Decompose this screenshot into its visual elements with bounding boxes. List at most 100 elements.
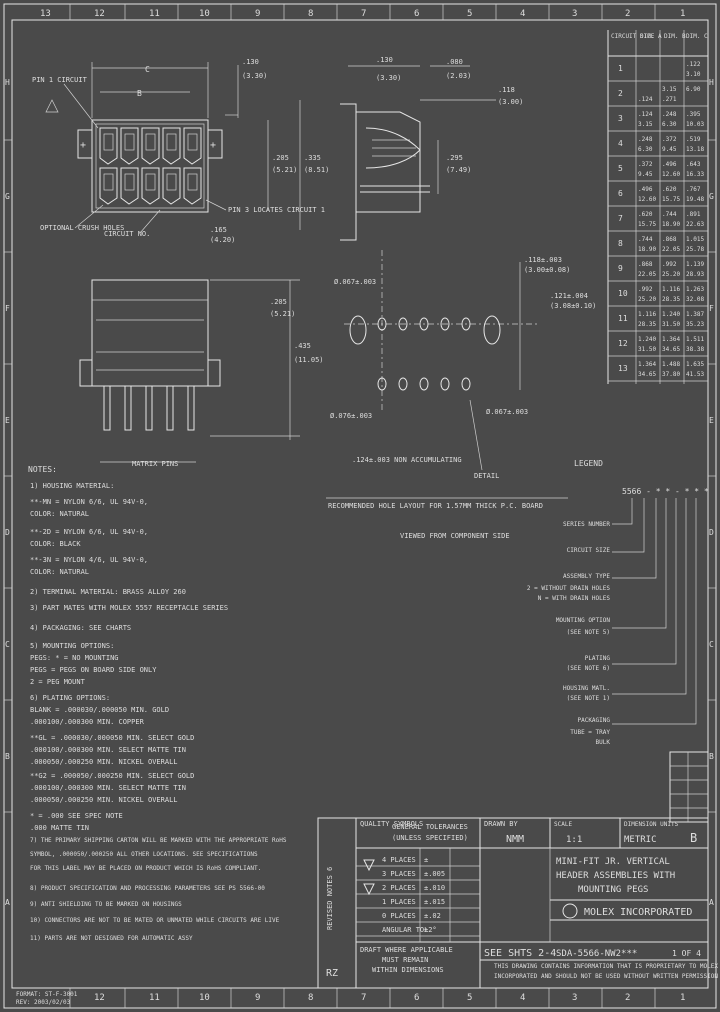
tol-label: ANGULAR TOL — [382, 926, 428, 934]
row-label: G — [5, 192, 10, 201]
tol-value: ±.02 — [424, 912, 441, 920]
tol-value: ± — [424, 856, 428, 864]
table-cell-circuit: 9 — [618, 264, 623, 273]
note-line: COLOR: NATURAL — [30, 510, 89, 518]
legend-item: HOUSING MATL. — [563, 685, 610, 692]
table-cell: 22.05 — [662, 246, 680, 253]
table-cell: .496 — [662, 161, 677, 168]
table-cell: 25.20 — [662, 271, 680, 278]
col-label: 4 — [520, 9, 525, 19]
row-label: B — [709, 752, 714, 761]
title-line: MINI-FIT JR. VERTICAL — [556, 857, 670, 867]
tol-label: 3 PLACES — [382, 870, 416, 878]
table-cell-circuit: 12 — [618, 339, 628, 348]
legend-code: 5566 - * * - * * * — [622, 487, 709, 496]
dim-units-label: DIMENSION UNITS — [624, 821, 679, 828]
peg-hole-left — [349, 315, 367, 345]
table-cell: 10.03 — [686, 121, 704, 128]
terminal-contact — [103, 133, 114, 151]
dim-label: .205 — [272, 154, 289, 162]
row-label: H — [5, 78, 10, 87]
connector-front-view: .205 (5.21) .435 (11.05) MATRIX PINS — [79, 279, 324, 468]
col-label: 8 — [308, 9, 313, 19]
col-label: 10 — [199, 9, 210, 19]
row-label: H — [709, 78, 714, 87]
molex-logo-icon — [562, 903, 578, 919]
col-label: 1 — [680, 993, 685, 1003]
col-label: 6 — [414, 9, 419, 19]
legend-item: BULK — [596, 739, 611, 746]
col-label: 7 — [361, 9, 366, 19]
table-cell: .395 — [686, 111, 701, 118]
note-line: **-2D = NYLON 6/6, UL 94V-0, — [30, 528, 148, 536]
dim-label: (8.51) — [304, 166, 329, 174]
note-line: 5) MOUNTING OPTIONS: — [30, 642, 114, 650]
dim-label: (3.30) — [376, 74, 401, 82]
table-cell: .519 — [686, 136, 701, 143]
dim-label: (4.20) — [210, 236, 235, 244]
table-cell: 41.53 — [686, 371, 704, 378]
table-cell: .271 — [662, 96, 677, 103]
table-cell: .992 — [638, 286, 653, 293]
table-header: DIM. B — [664, 33, 686, 40]
pin-tail — [103, 385, 111, 431]
note-line: **-MN = NYLON 6/6, UL 94V-0, — [30, 498, 148, 506]
table-cell: .891 — [686, 211, 701, 218]
pcb-hole — [398, 317, 408, 331]
scale-label: SCALE — [554, 821, 572, 828]
table-cell: .744 — [638, 236, 653, 243]
table-cell: 19.48 — [686, 196, 704, 203]
table-cell: .248 — [638, 136, 653, 143]
warning-triangle-icon — [45, 99, 59, 113]
dim-label: (5.21) — [270, 310, 295, 318]
row-label: A — [5, 898, 10, 907]
terminal-contact — [124, 133, 135, 151]
note-line: 6) PLATING OPTIONS: — [30, 694, 110, 702]
table-cell: 1.511 — [686, 336, 704, 343]
table-header: DIM. A — [640, 33, 662, 40]
pcb-hole — [377, 377, 387, 391]
terminal-contact — [124, 173, 135, 191]
dim-label: .130 — [242, 58, 259, 66]
dim-label: .435 — [294, 342, 311, 350]
col-label: 12 — [94, 993, 105, 1003]
tol-label: 4 PLACES — [382, 856, 416, 864]
title-block: QUALITY SYMBOLS GENERAL TOLERANCES (UNLE… — [317, 817, 718, 989]
legend-block: LEGEND 5566 - * * - * * * SERIES NUMBERC… — [527, 459, 709, 746]
terminal-contact — [103, 173, 114, 191]
dim-label: (3.08±0.10) — [550, 302, 596, 310]
dim-label: .080 — [446, 58, 463, 66]
tol-value: ±.015 — [424, 898, 445, 906]
table-cell: .767 — [686, 186, 701, 193]
note-line: 10) CONNECTORS ARE NOT TO BE MATED OR UN… — [30, 917, 280, 924]
row-label: E — [5, 416, 10, 425]
col-label: 6 — [414, 993, 419, 1003]
table-cell: .643 — [686, 161, 701, 168]
tol-label: 1 PLACES — [382, 898, 416, 906]
top-view-dims: C B .130 (3.30) PIN 1 CIRCUIT OPTIONAL C… — [32, 58, 329, 244]
pad-dia-label: Ø.067±.003 — [334, 278, 376, 286]
metric-value: METRIC — [624, 835, 657, 845]
table-cell-circuit: 6 — [618, 189, 623, 198]
note-line: 9) ANTI SHIELDING TO BE MARKED ON HOUSIN… — [30, 901, 182, 908]
table-cell: 6.30 — [638, 146, 653, 153]
table-cell: 3.10 — [686, 71, 701, 78]
optional-crush-label: OPTIONAL CRUSH HOLES — [40, 224, 124, 232]
proprietary-line: THIS DRAWING CONTAINS INFORMATION THAT I… — [494, 963, 718, 970]
table-cell-circuit: 7 — [618, 214, 623, 223]
table-cell: 28.35 — [662, 296, 680, 303]
table-cell: .868 — [662, 236, 677, 243]
table-cell: 31.50 — [662, 321, 680, 328]
table-cell: 1.387 — [686, 311, 704, 318]
table-cell: 1.139 — [686, 261, 704, 268]
legend-item: ASSEMBLY TYPE — [563, 573, 610, 580]
pin-tail — [187, 385, 195, 431]
col-label: 8 — [308, 993, 313, 1003]
table-cell: 16.33 — [686, 171, 704, 178]
note-line: 11) PARTS ARE NOT DESIGNED FOR AUTOMATIC… — [30, 935, 193, 942]
peg-hole-right — [483, 315, 501, 345]
sheet-of: 1 OF 4 — [672, 949, 701, 958]
terminal-contact — [187, 173, 198, 191]
col-label: 2 — [625, 993, 630, 1003]
terminal-cavity — [162, 127, 181, 165]
